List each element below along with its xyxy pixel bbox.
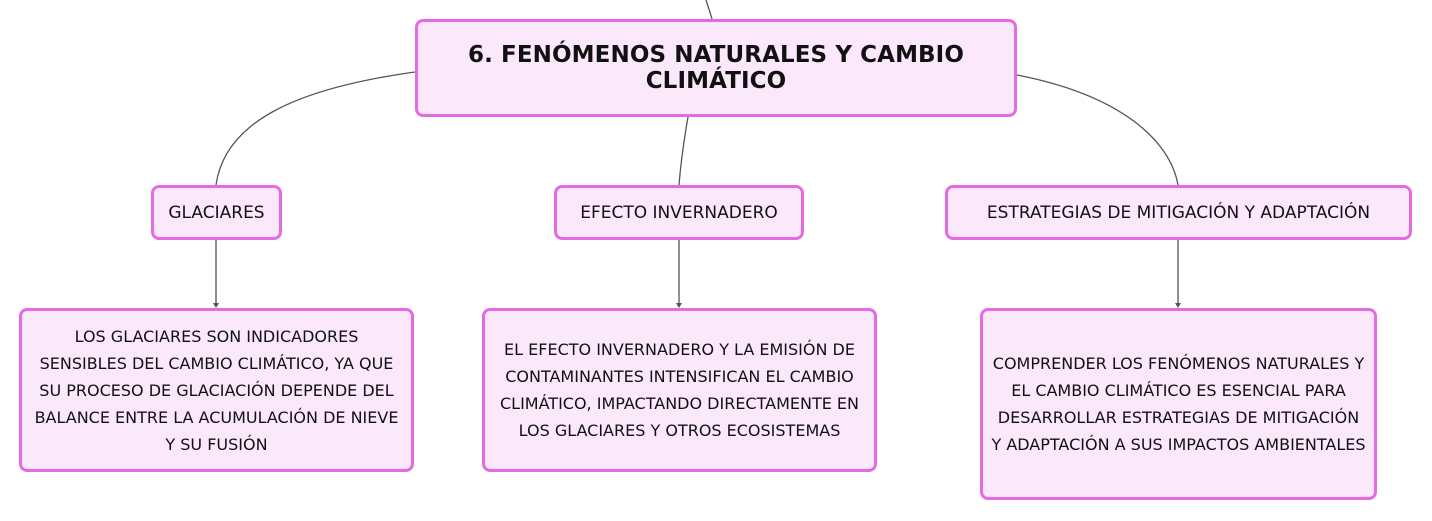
connector-root-glaciares <box>215 71 416 186</box>
branch-node-efecto-invernadero[interactable]: EFECTO INVERNADERO <box>554 185 804 240</box>
detail-node-efecto-invernadero[interactable]: EL EFECTO INVERNADERO Y LA EMISIÓN DE CO… <box>482 308 877 472</box>
branch-node-estrategias[interactable]: ESTRATEGIAS DE MITIGACIÓN Y ADAPTACIÓN <box>945 185 1412 240</box>
detail-text-efecto-invernadero: EL EFECTO INVERNADERO Y LA EMISIÓN DE CO… <box>499 340 859 440</box>
branch-label-efecto-invernadero: EFECTO INVERNADERO <box>580 202 778 223</box>
detail-node-estrategias[interactable]: COMPRENDER LOS FENÓMENOS NATURALES Y EL … <box>980 308 1377 500</box>
detail-text-estrategias: COMPRENDER LOS FENÓMENOS NATURALES Y EL … <box>991 354 1366 454</box>
connector-root-estrategias <box>1016 74 1179 186</box>
detail-text-glaciares: LOS GLACIARES SON INDICADORES SENSIBLES … <box>34 326 399 454</box>
root-topic-node[interactable]: 6. FENÓMENOS NATURALES Y CAMBIO CLIMÁTIC… <box>415 19 1017 117</box>
root-topic-label: 6. FENÓMENOS NATURALES Y CAMBIO CLIMÁTIC… <box>468 42 964 94</box>
branch-label-estrategias: ESTRATEGIAS DE MITIGACIÓN Y ADAPTACIÓN <box>986 202 1371 223</box>
branch-node-glaciares[interactable]: GLACIARES <box>151 185 282 240</box>
connector-root-efecto <box>678 116 689 186</box>
branch-label-glaciares: GLACIARES <box>168 202 265 223</box>
connector-incoming <box>705 0 713 20</box>
detail-node-glaciares[interactable]: LOS GLACIARES SON INDICADORES SENSIBLES … <box>19 308 414 472</box>
